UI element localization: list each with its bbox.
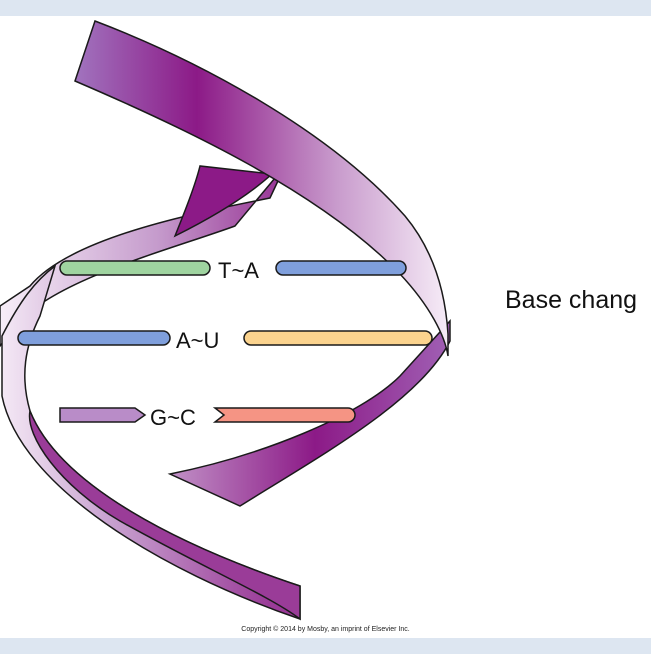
helix-front-band-bottom-lower: [28, 408, 301, 621]
base-pair-1-right: [275, 260, 407, 276]
base-pair-1-label: T~A: [218, 258, 259, 283]
dna-helix-diagram: T~A A~U G~C: [0, 20, 451, 621]
base-pair-2-left: [17, 330, 171, 346]
copyright-notice: Copyright © 2014 by Mosby, an imprint of…: [241, 626, 410, 633]
base-pair-3-left: [59, 407, 147, 423]
base-pair-2-right: [243, 330, 433, 346]
base-pair-3-label: G~C: [150, 405, 196, 430]
helix-front-band-top: [74, 20, 449, 357]
slide-canvas: T~A A~U G~C Base chang Copyright © 2014 …: [0, 16, 651, 638]
base-pair-2-label: A~U: [176, 328, 219, 353]
helix-back-band-lower: [167, 319, 451, 507]
base-change-label: Base chang: [505, 286, 638, 314]
base-pair-3-right: [212, 407, 356, 423]
base-pair-1-left: [59, 260, 211, 276]
